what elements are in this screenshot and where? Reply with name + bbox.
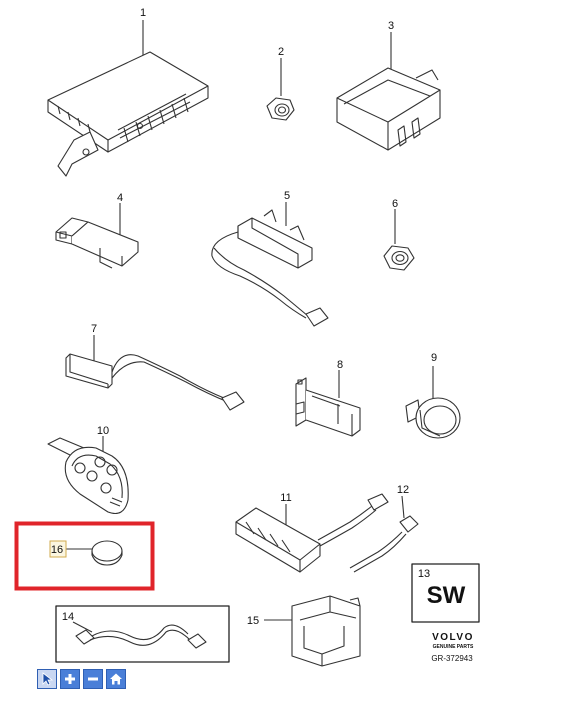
home-button[interactable] (106, 669, 126, 689)
highlight-frame (14, 521, 155, 591)
callout-16[interactable]: 16 (51, 544, 63, 556)
callout-15[interactable]: 15 (247, 615, 259, 627)
part-8-antenna-bracket[interactable] (295, 370, 361, 437)
callout-5[interactable]: 5 (284, 190, 290, 202)
part-14-frame (55, 605, 230, 663)
brand-name: VOLVO (432, 632, 474, 643)
callout-8[interactable]: 8 (337, 359, 343, 371)
part-12-connector-with-wire[interactable] (349, 495, 419, 573)
part-4-sensor-bracket[interactable] (55, 203, 139, 269)
part-3-module-box[interactable] (336, 32, 441, 151)
callout-14[interactable]: 14 (62, 611, 74, 623)
part-6-nut[interactable] (383, 209, 415, 271)
part-14-cable[interactable] (72, 621, 207, 649)
callout-3[interactable]: 3 (388, 20, 394, 32)
part-11-lamp-with-wire[interactable] (235, 493, 389, 573)
home-icon (110, 673, 122, 685)
sw-badge-label: SW (427, 582, 466, 609)
callout-10[interactable]: 10 (97, 425, 109, 437)
zoom-in-button[interactable] (60, 669, 80, 689)
callout-9[interactable]: 9 (431, 352, 437, 364)
part-1-control-module[interactable] (47, 20, 209, 177)
callout-13[interactable]: 13 (418, 568, 430, 580)
part-16-coin-battery[interactable] (91, 540, 123, 566)
part-13-frame (411, 563, 480, 623)
callout-11[interactable]: 11 (280, 492, 291, 504)
callout-7[interactable]: 7 (91, 323, 97, 335)
part-9-light-housing[interactable] (405, 366, 461, 439)
callout-1[interactable]: 1 (140, 7, 146, 19)
volvo-logo: VOLVO GENUINE PARTS (432, 632, 474, 650)
part-10-remote-key[interactable] (47, 436, 129, 515)
zoom-toolbar (37, 669, 126, 689)
part-7-antenna-with-wire[interactable] (65, 335, 245, 411)
callout-16-box (49, 540, 67, 558)
select-tool-button[interactable] (37, 669, 57, 689)
diagram-code: GR-372943 (431, 654, 473, 663)
part-15-holder[interactable] (264, 595, 361, 667)
plus-icon (65, 674, 75, 684)
callout-12[interactable]: 12 (397, 484, 409, 496)
minus-icon (88, 677, 98, 681)
callout-4[interactable]: 4 (117, 192, 123, 204)
callout-6[interactable]: 6 (392, 198, 398, 210)
brand-tagline: GENUINE PARTS (433, 644, 474, 650)
cursor-icon (42, 672, 54, 686)
part-2-nut[interactable] (266, 58, 295, 121)
zoom-out-button[interactable] (83, 669, 103, 689)
callout-2[interactable]: 2 (278, 46, 284, 58)
part-5-sensor-with-wire[interactable] (211, 202, 329, 327)
